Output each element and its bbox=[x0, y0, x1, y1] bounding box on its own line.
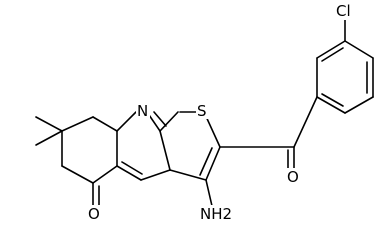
oxygen-ketone-label: O bbox=[287, 168, 299, 186]
bond bbox=[61, 116, 94, 132]
bond bbox=[321, 47, 344, 62]
bond bbox=[205, 179, 213, 207]
bond bbox=[153, 111, 167, 127]
bond bbox=[159, 111, 179, 132]
bond bbox=[35, 130, 63, 146]
bond bbox=[61, 165, 94, 184]
bond bbox=[169, 169, 207, 181]
amino-group-label: NH2 bbox=[200, 205, 232, 223]
bond bbox=[92, 116, 118, 132]
bond bbox=[121, 161, 143, 175]
bond bbox=[116, 111, 137, 132]
bond bbox=[344, 40, 374, 59]
sulfur-label: S bbox=[197, 102, 207, 120]
bond bbox=[159, 130, 171, 171]
bond bbox=[316, 40, 346, 59]
bond bbox=[35, 116, 63, 132]
bond bbox=[92, 165, 118, 184]
bond bbox=[321, 93, 344, 107]
atom-labels: Cl S N O O NH2 bbox=[86, 2, 358, 225]
bond bbox=[116, 165, 142, 181]
bond bbox=[205, 146, 221, 181]
chlorine-label: Cl bbox=[336, 2, 351, 20]
bond bbox=[293, 96, 318, 148]
bond bbox=[140, 169, 171, 181]
bond bbox=[344, 96, 374, 114]
bond bbox=[316, 96, 346, 114]
oxygen-ring-ketone-label: O bbox=[88, 205, 100, 223]
bond bbox=[199, 147, 213, 176]
nitrogen-label: N bbox=[137, 102, 148, 120]
